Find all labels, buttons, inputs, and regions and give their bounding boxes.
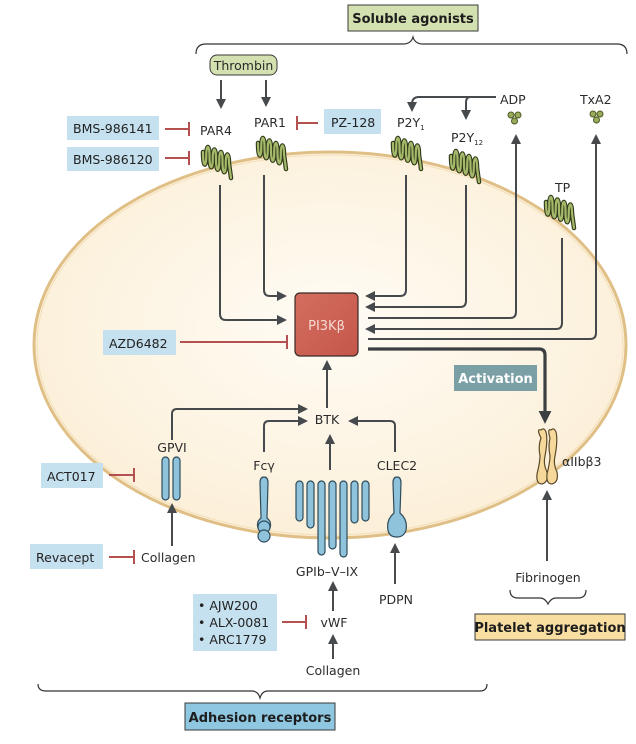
txa2-molecule-icon [589,110,604,124]
svg-text:BMS-986141: BMS-986141 [73,121,153,136]
p2y1-receptor-icon [390,135,424,172]
svg-text:Platelet aggregation: Platelet aggregation [474,621,625,636]
tp-label: TP [554,180,571,195]
svg-text:Soluble agonists: Soluble agonists [352,12,474,27]
txa2-label: TxA2 [579,92,612,107]
inhibition-bms-986141 [165,122,190,136]
drug-azd6482: AZD6482 [103,330,176,355]
fcg-receptor-icon [256,476,272,543]
arrow-p2y1-pi3k [365,175,407,301]
arrow-clec2-btk [348,416,396,452]
svg-text:PI3Kβ: PI3Kβ [308,319,345,334]
gpib-v-ix-receptor-icon [295,480,370,558]
arrow-pi3k-adp-release [368,134,521,319]
p2y12-receptor-icon [448,148,482,185]
soluble-agonists-header: Soluble agonists [347,4,479,32]
arrow-fcg-btk [263,416,308,452]
svg-text:BMS-986120: BMS-986120 [73,152,153,167]
inhibition-act017 [109,468,135,482]
svg-text:Activation: Activation [458,372,533,387]
arrow-pi3k-txa2-release [368,134,601,340]
inhibition-pz-128 [296,116,318,130]
pi3k-beta-node: PI3Kβ [294,292,359,357]
adhesion-receptors-header: Adhesion receptors [184,702,336,731]
gpib-subunit [339,480,348,558]
tp-receptor-icon [543,194,577,231]
svg-text:AZD6482: AZD6482 [109,336,168,351]
drug-alx-0081: • ALX-0081 [198,615,269,630]
drug-bms-986120: BMS-986120 [67,147,159,171]
drug-pz-128: PZ-128 [324,109,381,134]
pdpn-label: PDPN [379,592,413,607]
collagen-gpvi-label: Collagen [141,550,196,565]
arrow-adp-p2y1 [407,96,496,112]
arrow-par1-pi3k [263,175,287,301]
gpib-subunit [317,480,326,556]
gpib-subunit [350,480,359,524]
aiib-b3-label: αIIbβ3 [562,454,601,469]
gpib-subunit [361,480,370,522]
clec2-receptor-icon [387,476,407,538]
drug-arc1779: • ARC1779 [198,632,267,647]
gpib-subunit [295,480,304,522]
drug-vwf-inhibitors: • AJW200 • ALX-0081 • ARC1779 [193,594,277,651]
drug-ajw200: • AJW200 [198,598,258,613]
inhibition-revacept [109,550,135,564]
svg-text:PZ-128: PZ-128 [331,115,375,130]
par1-receptor-icon [255,135,289,172]
arrow-adp-p2y12 [461,96,471,120]
gpvi-label: GPVI [157,440,186,455]
gpib-subunit [306,480,315,529]
aiib-b3-integrin-icon [536,428,559,485]
drug-bms-986141: BMS-986141 [67,116,159,140]
arrow-gpvi-btk [171,404,308,440]
vwf-label: vWF [321,615,348,630]
clec2-label: CLEC2 [377,458,417,473]
gpib-label: GPIb–V–IX [296,564,359,579]
svg-text:ACT017: ACT017 [47,469,96,484]
svg-text:Adhesion receptors: Adhesion receptors [189,711,332,726]
arrow-par4-pi3k [219,185,287,325]
par4-receptor-icon [200,144,234,181]
btk-label: BTK [315,412,340,427]
adp-label: ADP [500,92,526,107]
par4-label: PAR4 [200,123,232,138]
inhibition-vwf [282,615,307,629]
svg-text:Revacept: Revacept [36,550,94,565]
soluble-agonists-brace [195,34,628,55]
inhibition-azd6482 [180,335,288,349]
activation-label: Activation [454,365,537,391]
p2y12-label: P2Y12 [451,130,483,147]
adp-molecule-icon [507,111,522,125]
arrow-p2y12-pi3k [365,185,467,312]
fibrinogen-brace [509,589,587,606]
inhibition-bms-986120 [165,151,190,165]
fcg-label: Fcγ [253,458,275,473]
arrow-pi3k-activation [368,347,552,424]
p2y1-label: P2Y1 [397,115,425,132]
par1-label: PAR1 [254,115,286,130]
arrow-tp-pi3k [365,238,563,334]
gpib-subunit [328,480,337,550]
drug-act017: ACT017 [41,463,103,488]
fibrinogen-label: Fibrinogen [515,570,580,585]
drug-revacept: Revacept [30,544,103,569]
svg-text:Thrombin: Thrombin [213,58,274,73]
adhesion-receptors-brace [37,683,488,701]
collagen-vwf-label: Collagen [306,663,361,678]
thrombin-node: Thrombin [209,54,278,76]
platelet-aggregation-header: Platelet aggregation [474,613,626,641]
gpvi-receptor-icon [161,456,181,501]
